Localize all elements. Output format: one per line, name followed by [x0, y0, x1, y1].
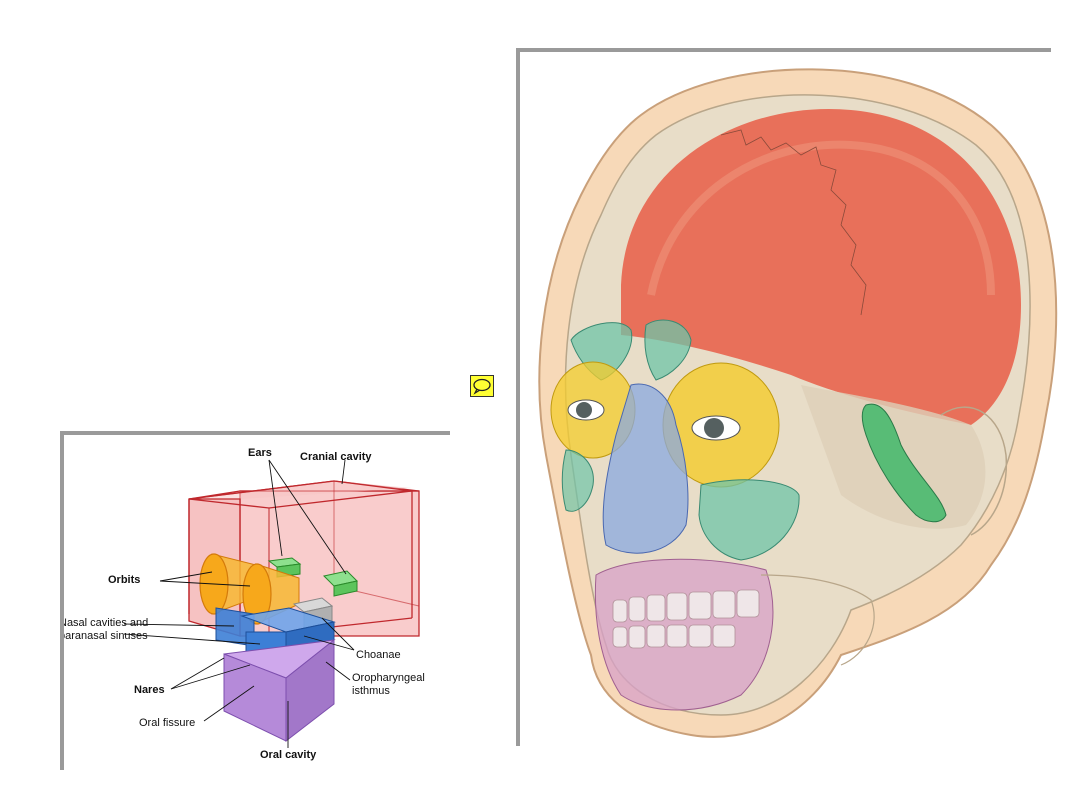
- head-cavities-schematic: Ears Cranial cavity Orbits Nasal cavitie…: [64, 447, 425, 761]
- speech-bubble-icon: [473, 378, 491, 395]
- leader-lines: [123, 459, 355, 748]
- label-oral-cavity: Oral cavity: [260, 749, 317, 761]
- label-oral-fissure: Oral fissure: [139, 717, 195, 729]
- label-choanae: Choanae: [356, 649, 401, 661]
- label-orbits: Orbits: [108, 574, 140, 586]
- label-nasal-line1: Nasal cavities and: [64, 617, 148, 629]
- right-figure-frame-side: [516, 48, 520, 746]
- ear-canal: [861, 403, 947, 523]
- left-figure-frame-side: [60, 431, 64, 770]
- label-nasal-line2: paranasal sinuses: [64, 630, 148, 642]
- left-figure-frame-top: [60, 431, 450, 435]
- label-oropharyngeal-line1: Oropharyngeal: [352, 672, 425, 684]
- skull-illustration: [538, 68, 1058, 738]
- label-cranial-cavity: Cranial cavity: [300, 451, 372, 463]
- label-ears: Ears: [248, 447, 272, 459]
- nasal-cavity: [602, 383, 689, 554]
- comment-icon[interactable]: [470, 375, 494, 397]
- maxillary-sinus: [698, 479, 800, 561]
- label-nares: Nares: [134, 684, 165, 696]
- oral-cavity-box: [223, 638, 336, 743]
- right-figure-frame-top: [516, 48, 1051, 52]
- label-oropharyngeal-line2: isthmus: [352, 685, 390, 697]
- teeth: [612, 589, 760, 649]
